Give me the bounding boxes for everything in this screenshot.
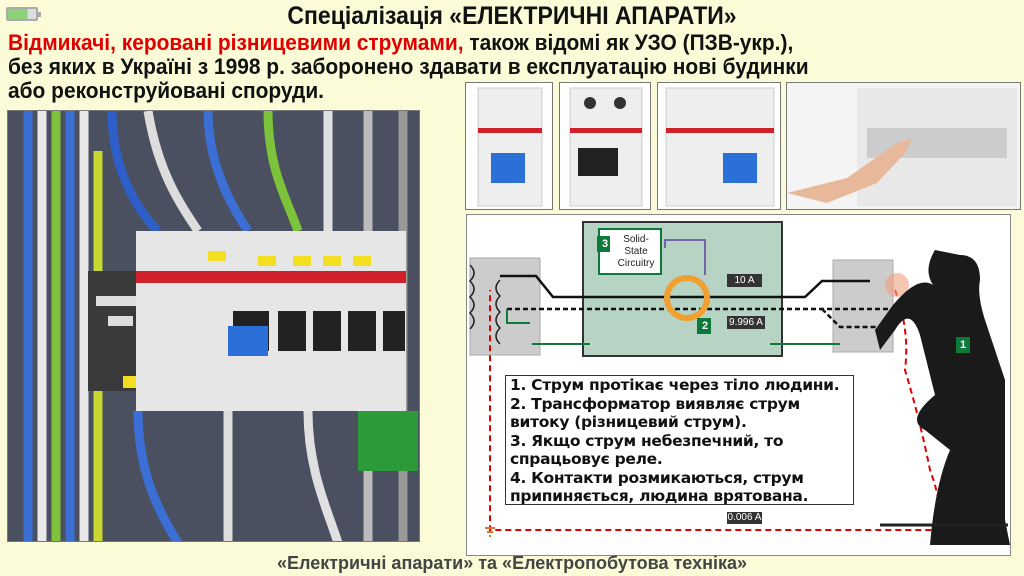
step-3: 3. Якщо струм небезпечний, то спрацьовує…	[510, 431, 784, 469]
intro-highlight: Відмикачі, керовані різницевими струмами…	[8, 30, 464, 55]
ground-symbol	[485, 527, 495, 537]
rcd-photo-2	[559, 82, 651, 210]
footer: «Електричні апарати» та «Електропобутова…	[277, 553, 747, 573]
rcd-photo-3	[657, 82, 781, 210]
neutral-current-label: 9.996 A	[729, 317, 763, 328]
intro-line-2: без яких в Україні з 1998 р. заборонено …	[8, 54, 809, 79]
battery-icon	[6, 7, 41, 21]
person-silhouette	[875, 250, 1010, 545]
circuitry-label: Solid-State Circuitry	[617, 234, 655, 269]
transformer-icon	[468, 264, 502, 345]
intro-line-3: або реконструйовані споруди.	[8, 78, 325, 103]
step-badges	[597, 236, 970, 353]
rcd-test-hand-photo	[786, 82, 1021, 210]
step-2: 2. Трансформатор виявляє струм витоку (р…	[510, 394, 800, 432]
source-box	[469, 257, 541, 356]
badge-3: 3	[601, 238, 609, 250]
current-transformer-ring	[664, 275, 710, 321]
ground-wire	[506, 309, 840, 345]
badge-2: 2	[701, 320, 709, 332]
leak-current-label: 0.006 A	[727, 512, 762, 523]
rcd-photo-1	[465, 82, 553, 210]
step-4: 4. Контакти розмикаються, струм припиняє…	[510, 468, 809, 506]
phase-current-label: 10 A	[734, 275, 755, 286]
badge-1: 1	[959, 339, 967, 351]
neutral-wire	[507, 307, 910, 329]
step-1: 1. Струм протікає через тіло людини.	[510, 376, 840, 394]
slide-title: Спеціалізація «ЕЛЕКТРИЧНІ АПАРАТИ»	[287, 2, 737, 30]
intro-line-1: Відмикачі, керовані різницевими струмами…	[8, 30, 793, 56]
intro-line-1-rest: також відомі як УЗО (ПЗВ-укр.),	[463, 30, 794, 55]
switchboard-photo	[7, 110, 420, 542]
phase-wire	[500, 274, 870, 299]
steps-box: 1. Струм протікає через тіло людини. 2. …	[505, 375, 854, 505]
